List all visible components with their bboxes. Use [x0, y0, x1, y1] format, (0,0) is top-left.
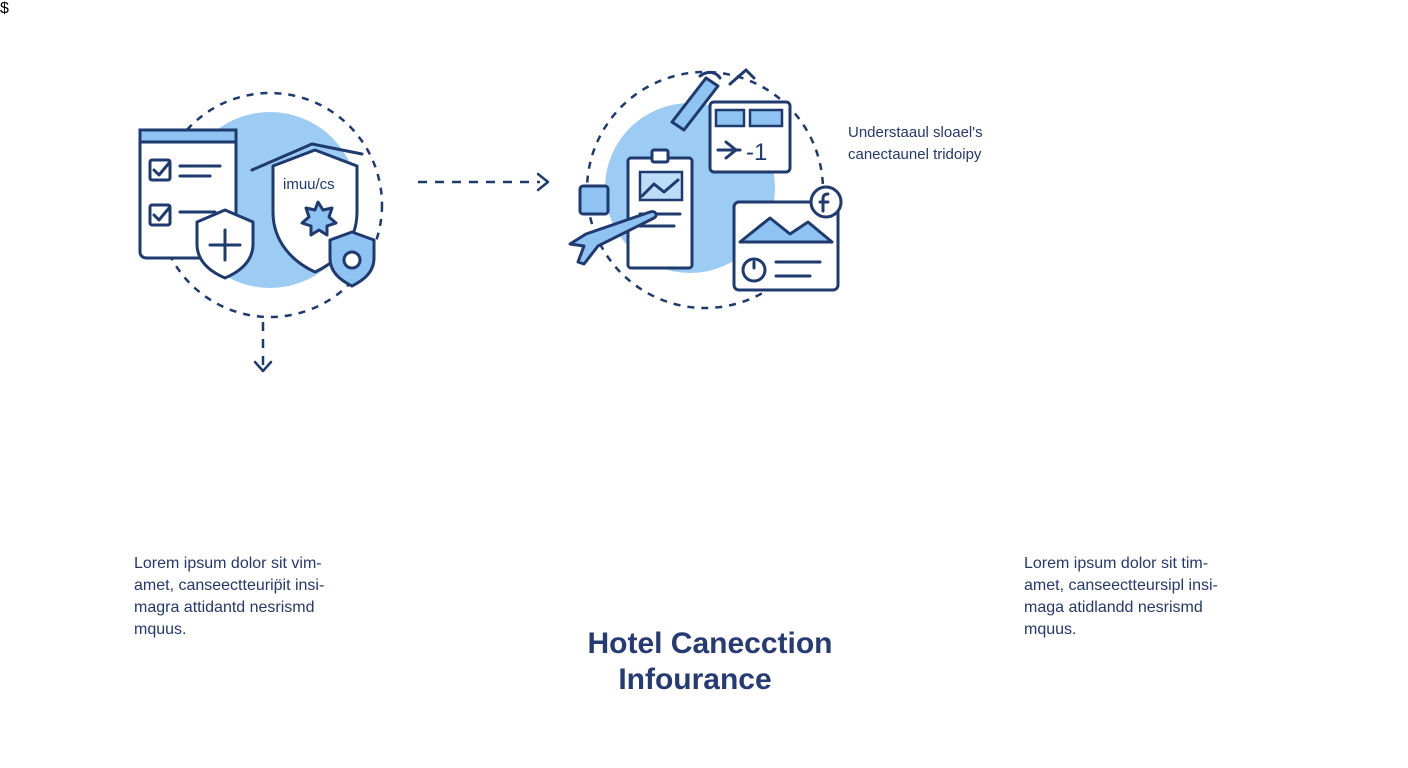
checkbox-icon — [148, 203, 172, 227]
shield-text: imuu/cs — [283, 176, 335, 193]
checklist-header — [138, 128, 238, 144]
plane-small-icon — [716, 140, 742, 160]
mountain-icon — [738, 216, 834, 244]
suitcase-icon: $ — [0, 0, 9, 17]
step-4-traveler-payment-icon: $ — [0, 0, 9, 17]
flow-arrow-down — [253, 322, 273, 373]
map-card-icon: $ — [0, 0, 9, 17]
luggage-tag-icon: $ — [0, 0, 9, 17]
checkbox-icon — [148, 158, 172, 182]
flow-arrow-1 — [418, 172, 550, 192]
gear-icon — [300, 200, 338, 237]
dollar-coin-icon: $ — [0, 0, 9, 17]
step-1-checklist-shield-icon: imuu/cs — [138, 91, 384, 319]
check-icon — [152, 161, 171, 177]
bottom-right-caption: Lorem ipsum dolor sit tim- amet, canseec… — [1024, 555, 1218, 638]
title-line-2: Infourance — [618, 663, 772, 696]
step-2-travel-documents-icon: -1 — [568, 68, 843, 310]
traveler-body-icon: $ — [0, 0, 9, 17]
boarding-pass-icon — [578, 184, 610, 216]
airplane-icon — [568, 210, 658, 266]
top-right-caption: Understaaul sloael's canectaunel tridoip… — [848, 124, 983, 163]
check-icon — [152, 206, 171, 222]
plus-icon — [208, 228, 242, 262]
traveler-head-icon: $ — [0, 0, 9, 17]
wrench-head — [698, 68, 756, 86]
flight-card-text: -1 — [746, 139, 767, 166]
shield-edge — [250, 142, 364, 172]
bottom-left-caption: Lorem ipsum dolor sit vim- amet, canseec… — [134, 555, 325, 638]
ground-line: $ — [0, 0, 9, 17]
mountains-icon: $ — [0, 0, 9, 17]
dollar-symbol: $ — [0, 0, 9, 17]
wrench-icon — [670, 76, 720, 132]
title-line-1: Hotel Canecction — [587, 627, 833, 660]
